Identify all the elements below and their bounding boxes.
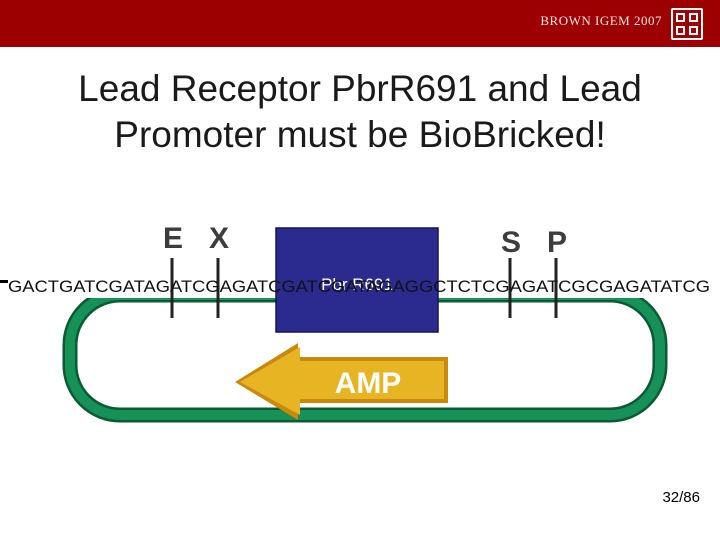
header-bar: BROWN IGEM 2007 — [0, 0, 720, 47]
site-x-label: X — [209, 222, 229, 255]
dna-sequence: GACTGATCGATAGATCGAGATCGATCGATAGAGGCTCTCG… — [8, 277, 710, 296]
site-e-label: E — [163, 222, 183, 255]
amp-label: AMP — [335, 367, 402, 400]
plasmid-diagram: AMP E X S P Pbr R691 GACTGATCGATAGATCGAG… — [0, 222, 710, 423]
site-p-label: P — [547, 226, 567, 259]
slide-title: Lead Receptor PbrR691 and Lead Promoter … — [78, 68, 642, 155]
slide-number: 32/86 — [662, 489, 700, 506]
pbrr691-gene-box — [275, 227, 439, 333]
brown-shield-icon — [671, 8, 703, 40]
sequence-start-tick — [0, 280, 8, 283]
brand-title: BROWN IGEM 2007 — [540, 13, 662, 28]
site-s-label: S — [501, 226, 521, 259]
gene-label: Pbr R691 — [321, 275, 393, 294]
